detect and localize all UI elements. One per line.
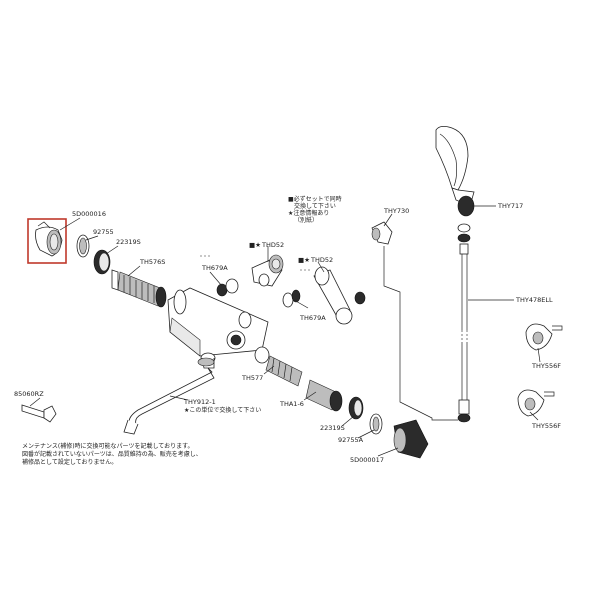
label-thy717[interactable]: THY717 <box>497 202 523 210</box>
label-22319s[interactable]: 22319S <box>116 238 141 246</box>
footer-note-line3: 補修品として設定しておりません。 <box>22 458 117 466</box>
leader-lines <box>29 205 541 457</box>
part-22319s-shape <box>93 249 111 275</box>
label-92755[interactable]: 92755 <box>93 228 114 236</box>
label-tha1-6[interactable]: THA1-6 <box>279 400 304 408</box>
label-thd52-right[interactable]: THD52 <box>310 256 333 264</box>
part-thy730-shape <box>371 221 393 245</box>
label-th679a-middle[interactable]: TH679A <box>299 314 326 322</box>
label-thy912-1[interactable]: THY912-1 <box>183 398 216 406</box>
part-spout-shape <box>123 357 215 435</box>
part-85060rz-shape <box>21 404 57 423</box>
part-thy556f-top-shape <box>525 323 563 351</box>
part-th577-shape <box>254 346 303 387</box>
label-th577[interactable]: TH577 <box>241 374 263 382</box>
label-thy556f-top[interactable]: THY556F <box>531 362 561 370</box>
part-thy556f-bottom-shape <box>517 389 555 417</box>
footer-note-line2: 図番が記載されていないパーツは、品質維持の為、販売を考慮し、 <box>22 450 202 458</box>
part-shower-hose-shape <box>457 223 471 423</box>
note-set-line3: ★注意情報あり <box>288 209 329 217</box>
part-22319s-lower-shape <box>348 396 364 420</box>
note-set-line2: 交換して下さい <box>294 202 336 210</box>
part-tha1-6-shape <box>305 379 343 412</box>
part-th679a-left-shape <box>216 278 239 297</box>
hose-route-line <box>383 246 458 421</box>
label-thy556f-bottom[interactable]: THY556F <box>531 422 561 430</box>
part-thd52-right-shape <box>313 266 366 325</box>
label-5d000016[interactable]: 5D000016 <box>72 210 106 218</box>
label-th679a-left[interactable]: TH679A <box>201 264 228 272</box>
marker-thd52-left: ■★ <box>249 241 261 249</box>
label-th576s[interactable]: TH576S <box>139 258 165 266</box>
part-th679a-middle-shape <box>282 289 301 308</box>
label-thd52-left[interactable]: THD52 <box>261 241 284 249</box>
label-92755a[interactable]: 92755A <box>338 436 364 444</box>
part-th576s-shape <box>111 269 167 308</box>
note-unit: ★この単位で交換して下さい <box>184 406 261 414</box>
note-set-line4: （別紙） <box>294 216 318 224</box>
part-92755-shape <box>76 234 90 258</box>
label-5d000017[interactable]: 5D000017 <box>350 456 384 464</box>
part-shower-head-shape <box>435 126 475 217</box>
marker-thd52-right: ■★ <box>298 256 310 264</box>
part-92755a-shape <box>369 413 383 435</box>
part-main-body-shape <box>167 287 269 369</box>
label-22319s-lower[interactable]: 22319S <box>320 424 345 432</box>
label-85060rz[interactable]: 85060RZ <box>14 390 44 398</box>
label-thy478ell[interactable]: THY478ELL <box>515 296 553 304</box>
part-thd52-left-shape <box>251 254 284 287</box>
part-5d000017-shape <box>393 419 429 459</box>
footer-note-line1: メンテナンス(補修)時に交換可能なパーツを記載しております。 <box>22 442 193 450</box>
note-set-line1: ■必ずセットで同時 <box>288 195 342 203</box>
highlight-box[interactable] <box>27 218 67 264</box>
part-5d000016-shape <box>35 221 63 257</box>
label-thy730[interactable]: THY730 <box>383 207 409 215</box>
